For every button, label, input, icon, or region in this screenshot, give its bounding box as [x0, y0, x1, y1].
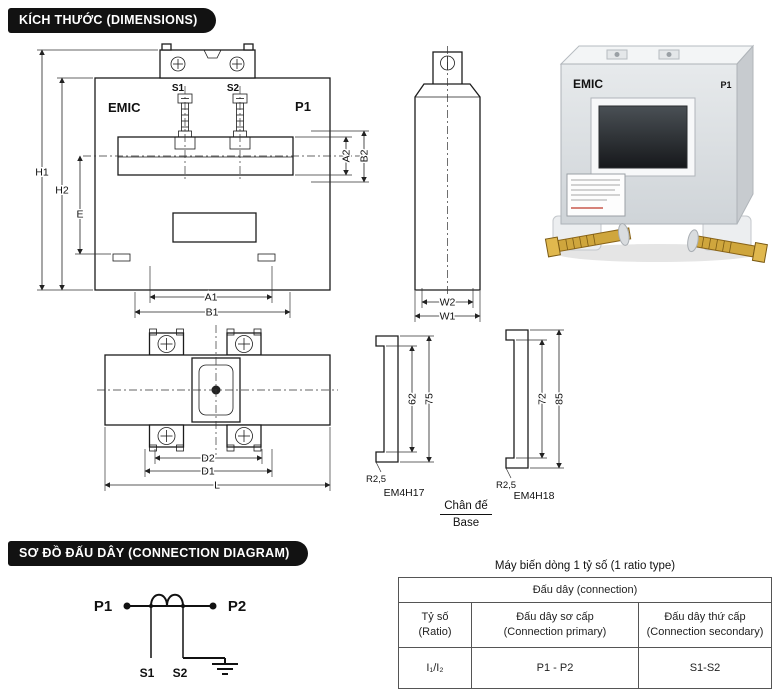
bottom-view-drawing: D2 D1 L: [97, 325, 338, 493]
bottom-view-body: [97, 325, 338, 455]
col-primary-line2: (Connection primary): [503, 626, 607, 638]
dim-base18-outer: 85: [554, 393, 566, 405]
photo-window-opening: [598, 105, 688, 169]
front-view-body: [83, 43, 366, 291]
dim-base17-inner: 62: [407, 393, 419, 405]
side-view-drawing: W2 W1: [414, 46, 481, 324]
col-header-secondary: Đấu dây thứ cấp (Connection secondary): [638, 602, 772, 648]
dim-base17-outer: 75: [424, 393, 436, 405]
dim-h2: H2: [55, 185, 69, 197]
photo-spec-label: [566, 173, 626, 217]
dim-base18-radius: R2,5: [496, 480, 516, 491]
dim-e: E: [76, 209, 83, 221]
section-title-dimensions: KÍCH THƯỚC (DIMENSIONS): [8, 8, 216, 33]
photo-primary-screw-right: [687, 229, 768, 263]
col-primary-line1: Đấu dây sơ cấp: [516, 611, 594, 624]
base17-profile-shape: [375, 335, 399, 463]
front-view-dimensions: H1 H2 E A2 B2 A1 B1: [34, 49, 372, 320]
base-profile-em4h18: 72 85 R2,5 EM4H18: [495, 329, 567, 502]
col-secondary-line1: Đấu dây thứ cấp: [664, 611, 746, 624]
connection-diagram: P1 P2 S1 S2: [94, 593, 246, 680]
photo-top-face: [559, 45, 755, 65]
dim-w1: W1: [440, 311, 456, 323]
circuit-p2-node: [209, 602, 217, 610]
front-s2-label: S2: [227, 83, 240, 94]
cell-primary: P1 - P2: [471, 647, 639, 689]
circuit-s2-label: S2: [173, 666, 188, 680]
product-photo: EMIC P1: [544, 44, 768, 263]
dim-base18-inner: 72: [537, 393, 549, 405]
connection-table: Đấu dây (connection) Tỷ số (Ratio) Đấu d…: [398, 577, 772, 689]
photo-side-face: [736, 44, 754, 225]
col-header-ratio: Tỷ số (Ratio): [398, 602, 472, 648]
dim-d2: D2: [201, 453, 215, 465]
photo-terminal-screw-dot-right: [666, 52, 672, 57]
col-ratio-line2: (Ratio): [418, 626, 452, 638]
base18-name: EM4H18: [514, 490, 555, 502]
dim-b2: B2: [359, 149, 371, 162]
circuit-winding: [150, 593, 184, 607]
side-view-body: [414, 46, 481, 297]
col-ratio-line1: Tỷ số: [421, 611, 449, 624]
circuit-p1-label: P1: [94, 598, 112, 615]
dim-a2: A2: [341, 149, 353, 162]
base17-name: EM4H17: [384, 487, 425, 499]
base-caption: Chân đế Base: [428, 500, 504, 529]
photo-brand-label: EMIC: [573, 77, 603, 91]
dim-l: L: [214, 480, 220, 492]
dim-h1: H1: [35, 167, 49, 179]
photo-terminal-screw-dot-left: [614, 52, 620, 57]
side-view-dimensions: W2 W1: [414, 288, 481, 324]
front-p1-label: P1: [295, 99, 311, 114]
photo-p1-label: P1: [720, 80, 731, 90]
front-s1-label: S1: [172, 83, 185, 94]
table-row: I₁/I₂ P1 - P2 S1-S2: [398, 647, 772, 689]
base-caption-en: Base: [452, 517, 480, 529]
table-header-connection: Đấu dây (connection): [398, 577, 772, 603]
base-caption-vi: Chân đế: [440, 500, 492, 515]
connection-table-block: Máy biến dòng 1 tỷ số (1 ratio type) Đấu…: [398, 560, 772, 689]
col-secondary-line2: (Connection secondary): [646, 626, 764, 638]
ground-symbol: [183, 657, 238, 675]
circuit-p2-label: P2: [228, 598, 246, 615]
dim-b1: B1: [206, 307, 219, 319]
front-brand-label: EMIC: [108, 100, 141, 115]
col-header-primary: Đấu dây sơ cấp (Connection primary): [471, 602, 639, 648]
dim-base17-radius: R2,5: [366, 474, 386, 485]
cell-ratio: I₁/I₂: [398, 647, 472, 689]
bottom-view-dimensions: D2 D1 L: [104, 427, 331, 493]
circuit-s1-label: S1: [140, 666, 155, 680]
dim-w2: W2: [440, 297, 456, 309]
base18-profile-shape: [505, 329, 529, 469]
cell-secondary: S1-S2: [638, 647, 772, 689]
section-title-connection: SƠ ĐỒ ĐẤU DÂY (CONNECTION DIAGRAM): [8, 541, 308, 566]
dim-a1: A1: [205, 292, 218, 304]
dim-d1: D1: [201, 466, 215, 478]
table-title: Máy biến dòng 1 tỷ số (1 ratio type): [494, 560, 676, 572]
base-profile-em4h17: 62 75 R2,5 EM4H17: [365, 335, 437, 499]
photo-primary-screw-left: [544, 223, 632, 258]
front-view-drawing: EMIC P1 S1 S2 H1 H2 E A2 B2 A1 B1: [34, 43, 372, 320]
